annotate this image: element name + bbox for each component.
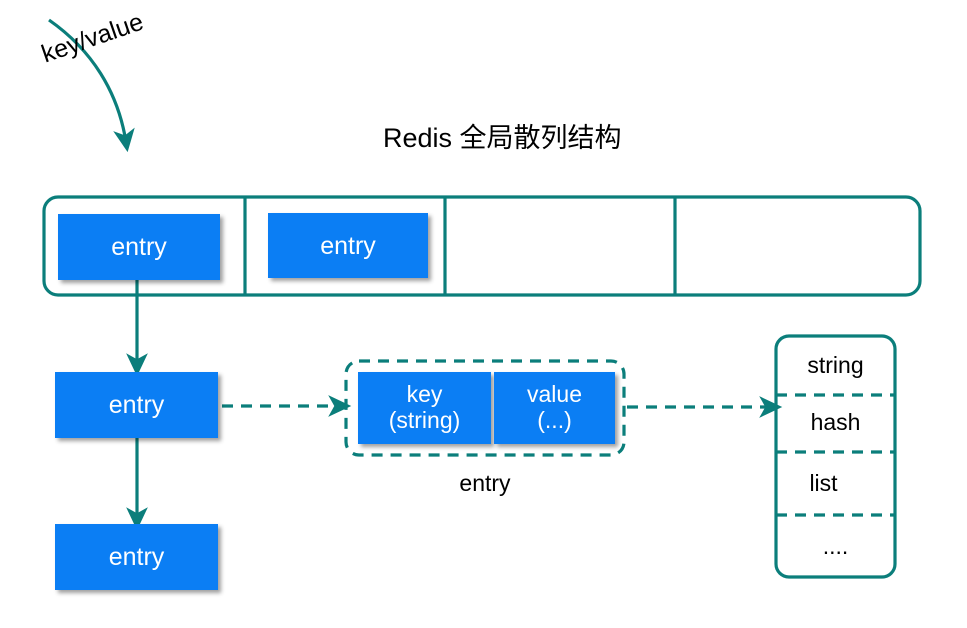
- value-type-string[interactable]: string: [807, 352, 864, 378]
- entry-detail-caption: entry: [459, 470, 511, 496]
- entry-key-line2: (string): [388, 407, 461, 433]
- value-type-other[interactable]: ....: [822, 533, 849, 559]
- value-type-list[interactable]: list: [809, 470, 838, 496]
- chain-node-entry-0[interactable]: entry: [55, 372, 218, 438]
- entry-key-box[interactable]: key (string): [358, 372, 491, 444]
- entry-value-line2: (...): [537, 407, 572, 433]
- key-value-label: key/value: [38, 7, 147, 69]
- entry-value-box[interactable]: value (...): [494, 372, 615, 444]
- chain-node-entry-1[interactable]: entry: [55, 524, 218, 590]
- hash-bucket-entry-1[interactable]: entry: [268, 213, 428, 278]
- page-title: Redis 全局散列结构: [383, 123, 622, 153]
- entry-key-line1: key: [406, 381, 443, 408]
- hash-bucket-entry-0[interactable]: entry: [58, 214, 220, 280]
- value-type-hash[interactable]: hash: [810, 409, 861, 435]
- entry-value-line1: value: [527, 381, 582, 408]
